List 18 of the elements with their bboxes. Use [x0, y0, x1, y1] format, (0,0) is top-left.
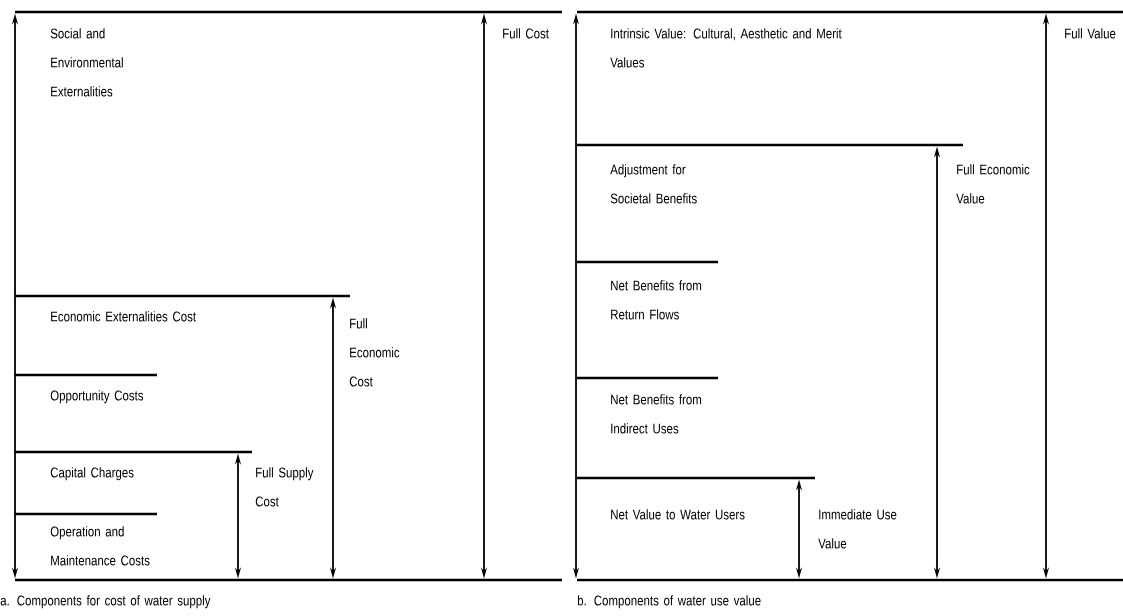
- component-label: Intrinsic Value: Cultural, Aesthetic and Merit Values: [610, 28, 842, 68]
- component-label: Net Benefits from Return Flows: [611, 280, 702, 320]
- measure-label: Full Economic Value: [956, 164, 1030, 204]
- caption: b. Components of water use value: [577, 595, 761, 609]
- component-label: Operation and Maintenance Costs: [50, 526, 150, 566]
- measure-label: Full Economic Cost: [349, 318, 400, 387]
- component-label: Adjustment for Societal Benefits: [610, 164, 697, 204]
- measure-label: Full Supply Cost: [255, 467, 314, 507]
- component-label: Net Benefits from Indirect Uses: [611, 394, 702, 434]
- measure-label: Full Value: [1065, 28, 1116, 39]
- measure-label: Full Cost: [503, 28, 549, 39]
- measure-label: Immediate Use Value: [818, 509, 897, 549]
- component-label: Social and Environmental Externalities: [50, 28, 123, 97]
- caption: a. Components for cost of water supply: [0, 595, 211, 609]
- component-label: Economic Externalities Cost: [51, 311, 196, 322]
- component-label: Net Value to Water Users: [611, 509, 745, 520]
- component-label: Capital Charges: [50, 467, 134, 481]
- component-label: Opportunity Costs: [50, 390, 144, 404]
